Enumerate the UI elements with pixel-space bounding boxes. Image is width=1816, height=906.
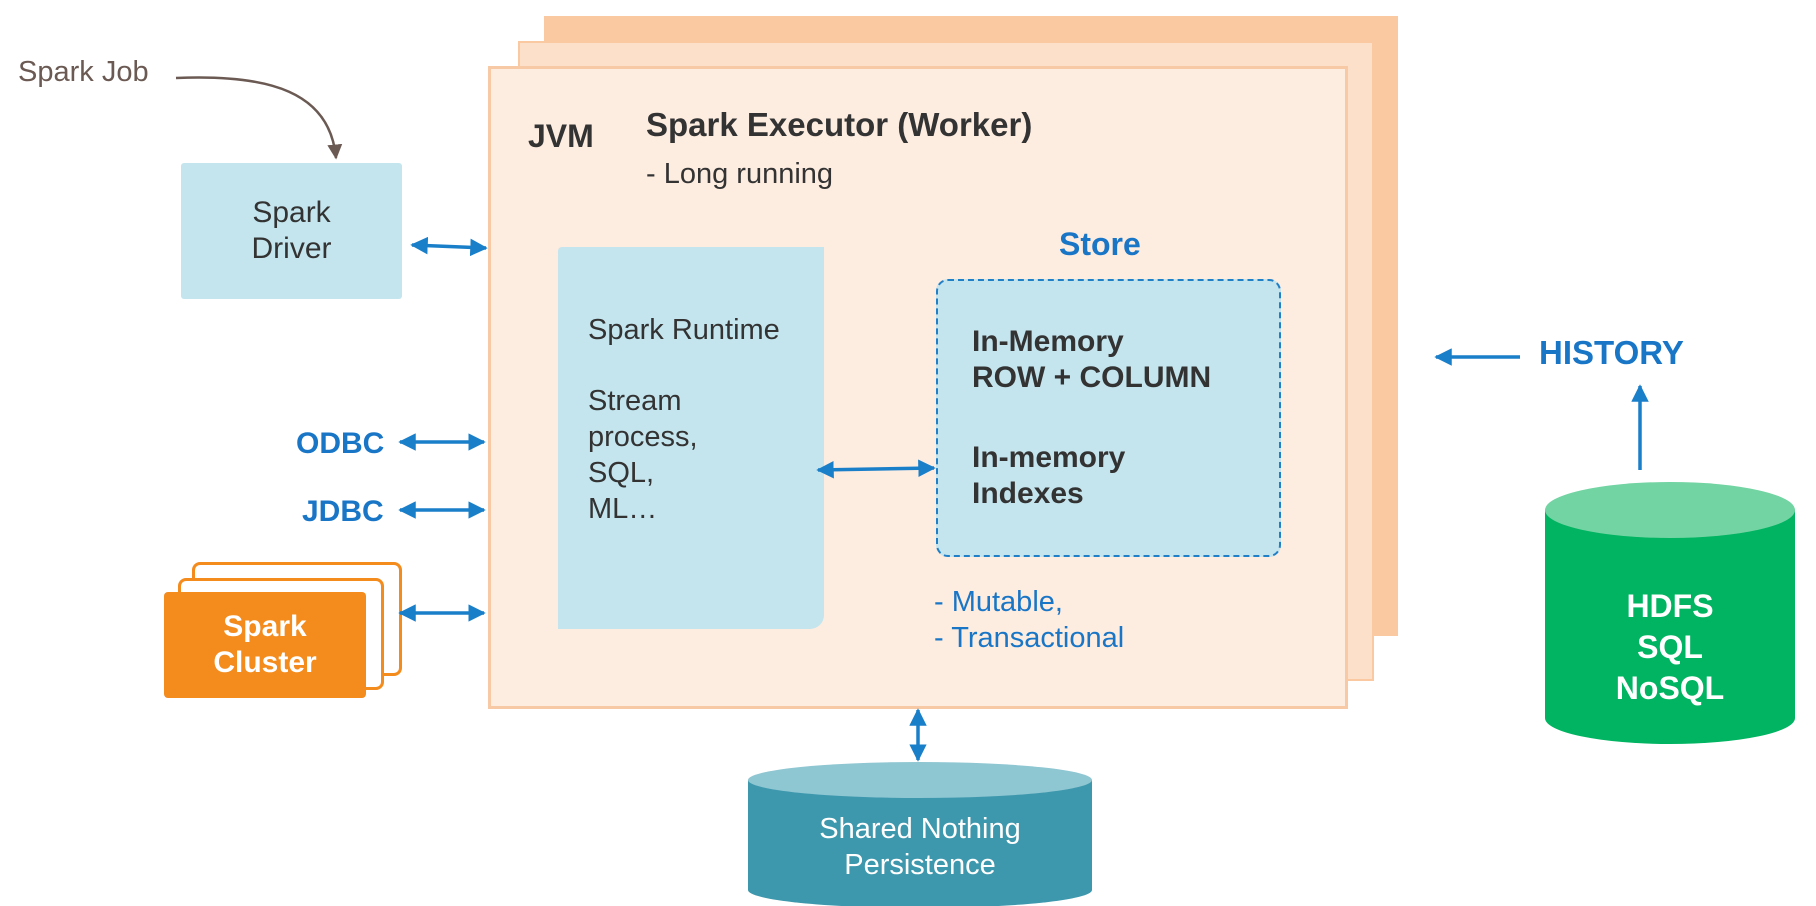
runtime-line: process, [588, 421, 698, 453]
persistence-line: Persistence [844, 849, 996, 881]
spark-runtime-capabilities: Stream process, SQL, ML… [588, 383, 698, 527]
spark-driver-box: Spark Driver [181, 163, 402, 299]
persistence-cylinder [748, 762, 1092, 906]
hdfs-line: SQL [1637, 629, 1703, 665]
driver-line: Spark [252, 196, 331, 229]
executor-subtitle: - Long running [646, 158, 834, 190]
spark-job-label: Spark Job [18, 56, 149, 88]
spark-cluster-card: Spark Cluster [164, 592, 366, 698]
cluster-line: Cluster [213, 646, 317, 679]
store-properties: - Mutable, - Transactional [934, 584, 1124, 656]
hdfs-line: HDFS [1626, 588, 1714, 624]
store-note: - Mutable, [934, 586, 1063, 618]
store-line: In-Memory [972, 325, 1124, 358]
cluster-line: Spark [223, 610, 307, 643]
runtime-line: SQL, [588, 457, 655, 489]
store-box [936, 279, 1281, 557]
store-title: Store [1059, 226, 1141, 262]
spark-runtime-box [558, 247, 824, 629]
store-in-memory-indexes: In-memory Indexes [972, 440, 1125, 512]
store-in-memory-row-column: In-Memory ROW + COLUMN [972, 324, 1211, 396]
persistence-line: Shared Nothing [819, 813, 1021, 845]
spark-job-arrow [175, 76, 343, 160]
jvm-label: JVM [528, 118, 594, 154]
history-label: HISTORY [1539, 334, 1684, 371]
runtime-line: ML… [588, 493, 658, 525]
store-note: - Transactional [934, 622, 1125, 654]
store-line: Indexes [972, 477, 1084, 510]
hdfs-cylinder [1545, 482, 1795, 744]
store-line: ROW + COLUMN [972, 361, 1212, 394]
jdbc-label: JDBC [302, 495, 384, 528]
persistence-labels: Shared Nothing Persistence [748, 811, 1092, 883]
spark-runtime-title: Spark Runtime [588, 314, 780, 346]
hdfs-labels: HDFS SQL NoSQL [1545, 586, 1795, 709]
runtime-line: Stream [588, 385, 682, 417]
driver-executor-arrow [410, 236, 488, 257]
odbc-label: ODBC [296, 427, 385, 460]
runtime-store-arrow [816, 459, 936, 479]
store-line: In-memory [972, 441, 1126, 474]
driver-line: Driver [251, 232, 332, 265]
executor-title: Spark Executor (Worker) [646, 106, 1033, 143]
hdfs-line: NoSQL [1615, 670, 1725, 706]
